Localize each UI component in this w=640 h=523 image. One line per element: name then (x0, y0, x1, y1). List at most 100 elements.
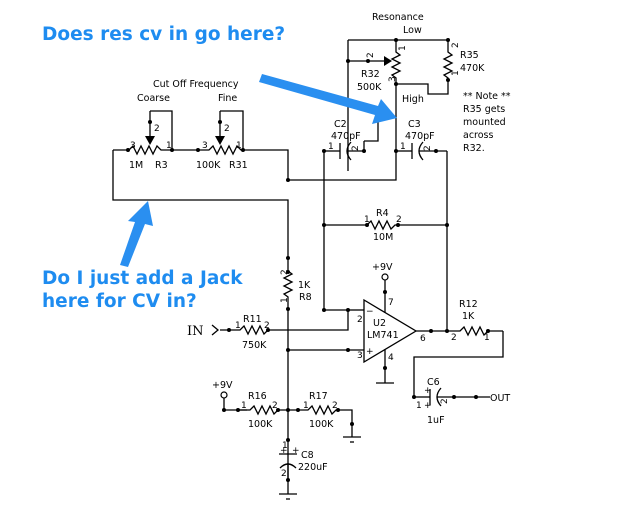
r35-value: 470K (460, 63, 485, 74)
wire (288, 151, 397, 181)
pin-label: 3 (357, 351, 363, 361)
pin-label: 1 (328, 142, 334, 152)
note-line: R35 gets (463, 104, 505, 115)
annotation-top-question: Does res cv in go here? (42, 24, 285, 45)
input-section: 2 1 1K R8 IN R11 750K 1 2 (187, 256, 364, 480)
pin-label: 2 (281, 469, 287, 479)
vcc-label-bias: +9V (212, 380, 233, 391)
pin-label: + (424, 401, 432, 411)
pin-label: 2 (264, 321, 270, 331)
wire (413, 331, 504, 397)
pin-label: 2 (272, 401, 278, 411)
r32-ref: R32 (361, 69, 380, 80)
pin-label: 3 (130, 141, 136, 151)
wiper-arrow-icon (145, 136, 155, 145)
resistor-r12: R12 1K 2 1 (447, 299, 503, 343)
pin-label: 2 (423, 145, 433, 151)
r3-value: 1M (129, 160, 143, 171)
resonance-label: Resonance (372, 12, 424, 23)
pin-label: 3 (388, 76, 398, 82)
pin-label: 3 (202, 141, 208, 151)
capacitor-c8: 1 + + C8 220uF 2 (279, 441, 328, 479)
pin-label: 1 (484, 333, 490, 343)
potentiometer-r3: 3 2 1 1M R3 (113, 110, 173, 171)
r8-ref: R8 (299, 292, 312, 303)
pin-label: + (366, 347, 374, 357)
c6-value: 1uF (427, 415, 445, 426)
output-section: R12 1K 2 1 C6 + 1 + 2 1uF OUT (412, 299, 510, 426)
pin-label: 1 (280, 297, 290, 303)
capacitor-c6: C6 + 1 + 2 1uF (414, 377, 490, 426)
vcc-terminal-icon (381, 273, 389, 281)
r3-ref: R3 (155, 160, 168, 171)
r11-ref: R11 (243, 314, 262, 325)
pin-label: 2 (357, 315, 363, 325)
resistor-r32: 1 2 3 R32 500K (348, 40, 408, 93)
pin-label: 1 (416, 401, 422, 411)
r17-ref: R17 (309, 391, 328, 402)
resistor-r4: R4 10M 1 2 (324, 208, 447, 243)
wiper-arrow-icon (215, 136, 225, 145)
vcc-terminal-icon (220, 391, 228, 399)
annotation-arrow-bottom (120, 201, 153, 267)
resistor-r11: R11 750K 1 2 (220, 314, 288, 351)
pin-label: + (280, 446, 288, 456)
resistor-r35: 2 1 R35 470K (442, 40, 485, 80)
fine-label: Fine (218, 93, 237, 104)
pin-label: + (292, 446, 300, 456)
resistor-r16: R16 100K 1 2 (238, 391, 288, 430)
note-line: R32. (463, 143, 485, 154)
resistor-r17: R17 100K 1 2 (288, 391, 353, 437)
r8-value: 1K (298, 280, 311, 291)
pin-label: 1 (235, 321, 241, 331)
pin-label: + (424, 386, 432, 396)
pin-label: 1 (451, 70, 461, 76)
coarse-label: Coarse (137, 93, 170, 104)
c6-ref: C6 (427, 377, 440, 388)
annotation-arrow-top (259, 74, 397, 124)
feedback-network: C2 470pF 1 2 C3 470pF 1 2 (288, 112, 449, 330)
input-arrow-icon (211, 324, 220, 336)
potentiometer-r31: 3 2 1 100K R31 (196, 110, 248, 171)
capacitor-c2: C2 470pF 1 2 (324, 119, 365, 161)
annotation-bottom-line2: here for CV in? (42, 291, 197, 312)
pin-label: 1 (303, 401, 309, 411)
pin-label: 2 (351, 145, 361, 151)
pin-label: 1 (400, 142, 406, 152)
vcc-label-opamp: +9V (372, 262, 393, 273)
pin-label: 1 (398, 45, 408, 51)
pin-label: 6 (420, 334, 426, 344)
u2-value: LM741 (367, 330, 399, 341)
pin-label: 2 (396, 215, 402, 225)
wire (243, 149, 289, 180)
ground-icon (343, 436, 361, 443)
note-line: across (463, 130, 494, 141)
u2-ref: U2 (373, 318, 386, 329)
note-line: mounted (463, 117, 506, 128)
wire (323, 151, 348, 311)
r12-value: 1K (462, 311, 475, 322)
wire (112, 150, 289, 258)
pin-label: 2 (224, 124, 230, 134)
pin-label: 2 (366, 52, 376, 58)
c2-value: 470pF (331, 131, 361, 142)
r12-ref: R12 (459, 299, 478, 310)
pin-label: 2 (451, 42, 461, 48)
ground-icon (279, 493, 297, 500)
c3-value: 470pF (405, 131, 435, 142)
r16-ref: R16 (248, 391, 267, 402)
resonance-high-label: High (402, 94, 424, 105)
note-line: ** Note ** (463, 91, 511, 102)
pin-label: 2 (154, 124, 160, 134)
pin-label: 4 (388, 353, 394, 363)
pin-label: 2 (440, 398, 450, 404)
annotation-bottom-line1: Do I just add a Jack (42, 268, 243, 289)
cutoff-label: Cut Off Frequency (153, 79, 239, 90)
c8-ref: C8 (301, 450, 314, 461)
wiper-arrow-icon (384, 56, 392, 66)
r11-value: 750K (242, 340, 267, 351)
pin-label: 1 (364, 215, 370, 225)
pin-label: 1 (236, 141, 242, 151)
bias-network: +9V R16 100K 1 2 R17 100K 1 2 1 (212, 380, 361, 500)
